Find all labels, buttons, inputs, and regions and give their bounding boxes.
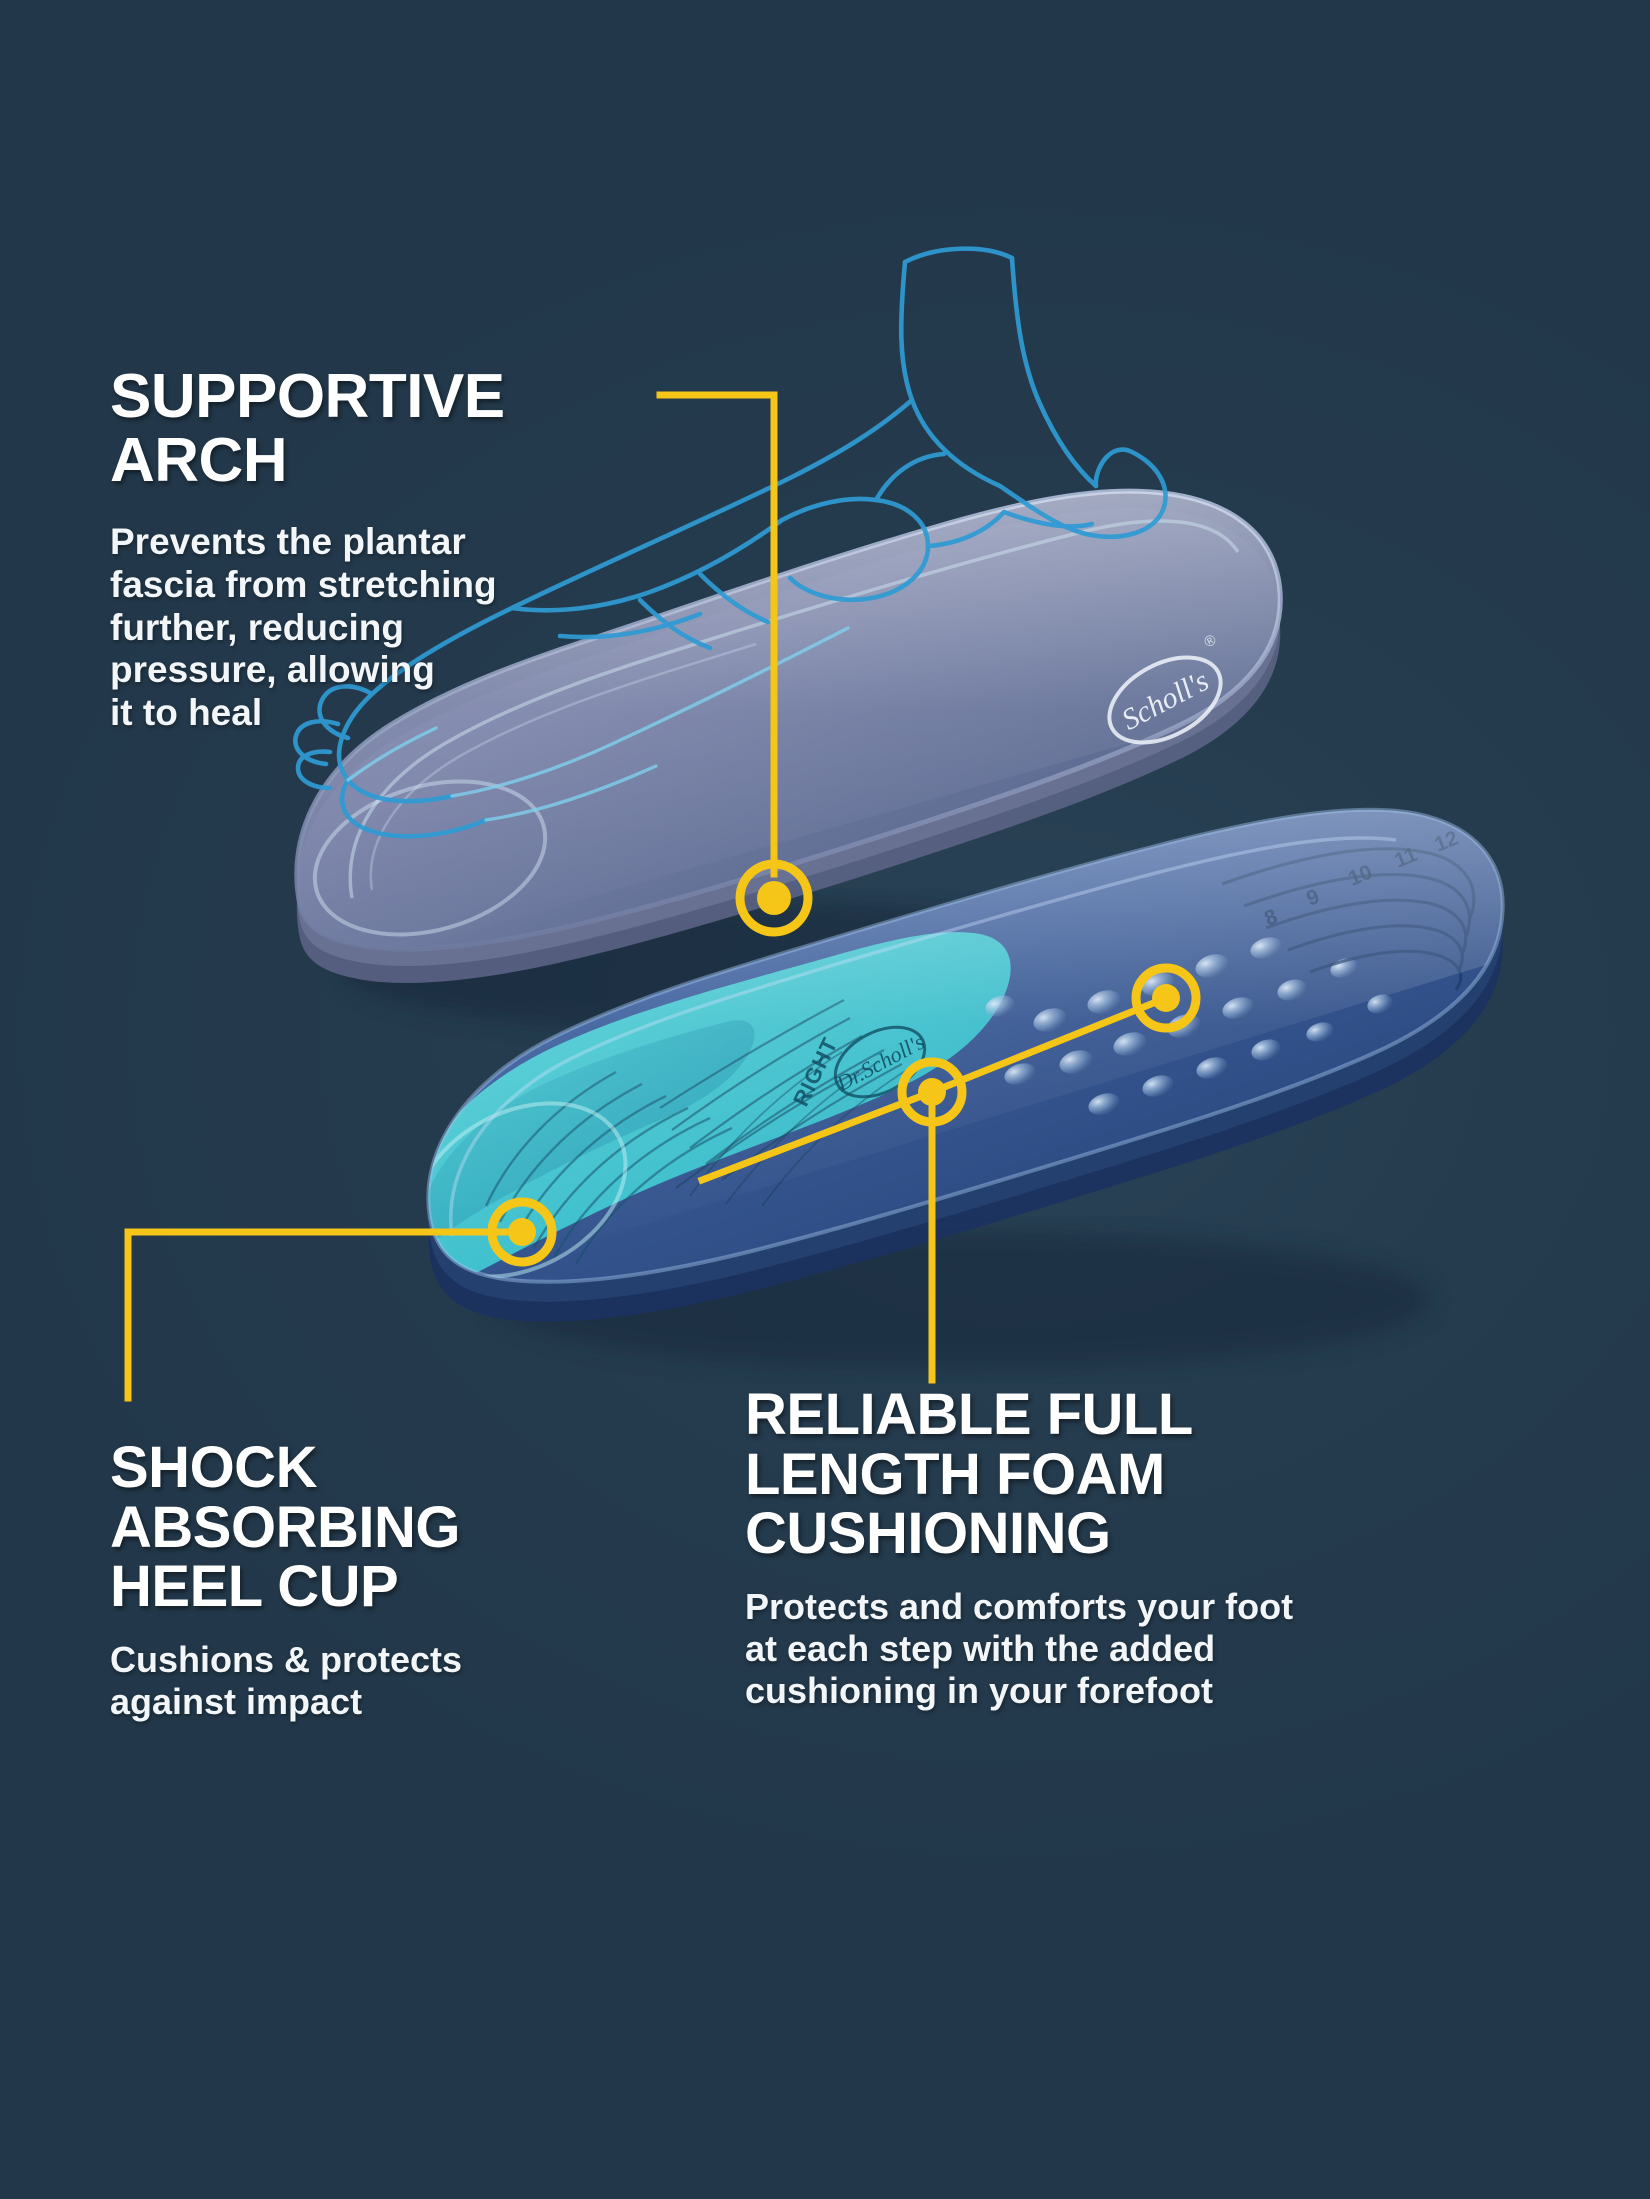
callout-body-supportive-arch: Prevents the plantar fascia from stretch… xyxy=(110,520,497,734)
connector-foam-chain xyxy=(697,993,1171,1185)
callout-heading-supportive-arch: SUPPORTIVE ARCH xyxy=(110,362,505,495)
marker-midfoot xyxy=(897,1057,967,1127)
marker-heel xyxy=(487,1197,557,1267)
connector-heel xyxy=(124,1228,526,1402)
callout-shock-absorbing-heel-cup: SHOCK ABSORBING HEEL CUP Cushions & prot… xyxy=(110,1438,630,1723)
svg-text:Scholl's: Scholl's xyxy=(1116,664,1214,737)
callout-heading-shock-absorbing-heel-cup: SHOCK ABSORBING HEEL CUP xyxy=(110,1435,460,1620)
svg-text:11: 11 xyxy=(1391,843,1420,873)
marker-forefoot xyxy=(1131,963,1201,1033)
callout-reliable-full-length-foam-cushioning: RELIABLE FULL LENGTH FOAM CUSHIONING Pro… xyxy=(745,1385,1545,1711)
lower-insole: 8 9 10 11 12 Dr.Scholl's RIGHT xyxy=(426,807,1505,1322)
svg-text:10: 10 xyxy=(1345,861,1375,891)
svg-text:9: 9 xyxy=(1303,885,1322,911)
svg-text:8: 8 xyxy=(1261,905,1281,931)
lower-insole-foot-label: RIGHT xyxy=(788,1033,843,1110)
svg-text:®: ® xyxy=(1201,631,1219,651)
callout-markers xyxy=(487,859,1201,1267)
trim-guide-lines xyxy=(1221,847,1476,991)
svg-text:12: 12 xyxy=(1431,827,1461,857)
upper-insole-brand-mark: Scholl's ® xyxy=(1107,631,1223,745)
callout-body-shock-absorbing-heel-cup: Cushions & protects against impact xyxy=(110,1639,463,1722)
callout-supportive-arch: SUPPORTIVE ARCH Prevents the plantar fas… xyxy=(110,365,650,735)
marker-arch xyxy=(735,859,813,937)
trim-guide-numbers: 8 9 10 11 12 xyxy=(1261,827,1461,931)
svg-text:Dr.Scholl's: Dr.Scholl's xyxy=(831,1029,928,1097)
callout-heading-reliable-full-length-foam-cushioning: RELIABLE FULL LENGTH FOAM CUSHIONING xyxy=(745,1382,1193,1567)
lower-insole-brand-mark: Dr.Scholl's xyxy=(831,1025,928,1099)
callout-body-reliable-full-length-foam-cushioning: Protects and comforts your foot at each … xyxy=(745,1586,1294,1711)
connector-arch xyxy=(656,391,778,878)
forefoot-bubbles xyxy=(985,937,1393,1115)
